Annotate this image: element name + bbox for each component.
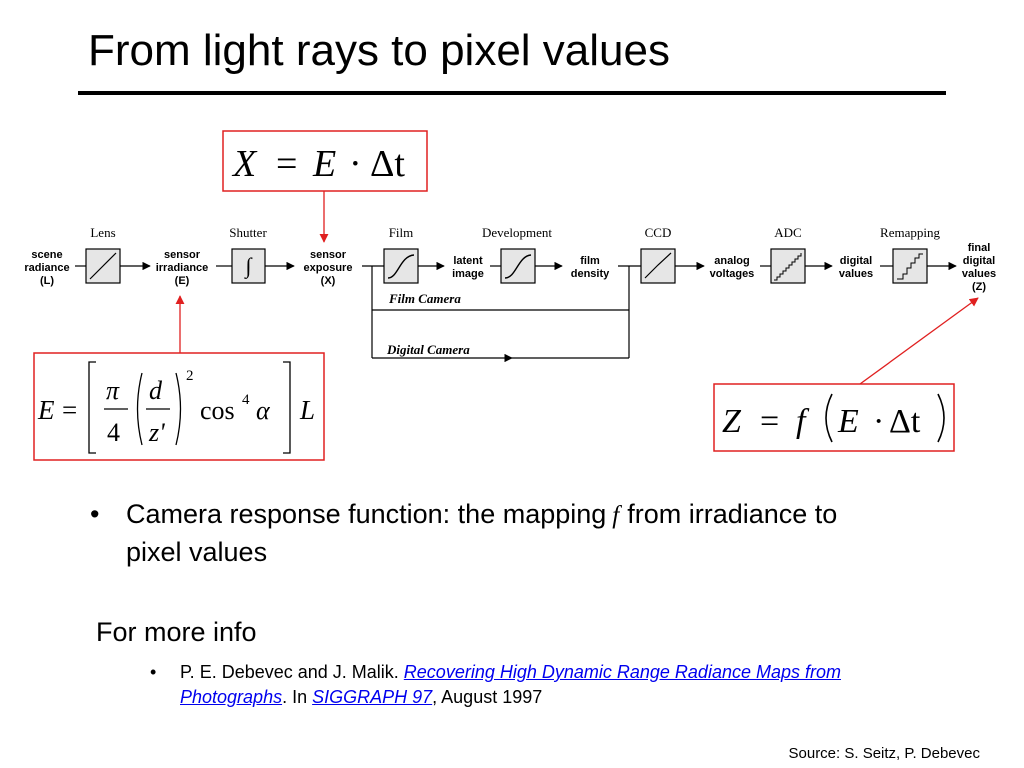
svg-text:values: values <box>839 268 873 280</box>
svg-text:π: π <box>106 376 120 405</box>
stage-title-lens: Lens <box>90 225 115 240</box>
svg-text:α: α <box>256 396 271 425</box>
film-camera-label: Film Camera <box>388 291 461 306</box>
response-equation: Z = f E · Δt <box>713 383 955 452</box>
reference-date: , August 1997 <box>432 687 543 707</box>
remapping-box <box>892 248 928 284</box>
reference-bullet-dot: • <box>150 662 157 682</box>
svg-text:(E): (E) <box>175 275 190 287</box>
svg-text:image: image <box>452 268 484 280</box>
svg-text:L: L <box>299 395 315 425</box>
svg-text:(Z): (Z) <box>972 281 986 293</box>
svg-text:radiance: radiance <box>24 262 69 274</box>
svg-text:=: = <box>62 395 77 425</box>
svg-text:2: 2 <box>186 368 194 384</box>
label-film-density: film density <box>571 255 610 280</box>
bullet-text-after: from irradiance to pixel values <box>126 499 838 567</box>
label-digital-values: digital values <box>839 255 873 280</box>
slide-title: From light rays to pixel values <box>88 26 670 75</box>
svg-text:density: density <box>571 268 610 280</box>
svg-text:digital: digital <box>840 255 872 267</box>
svg-text:4: 4 <box>107 418 120 447</box>
svg-text:voltages: voltages <box>710 268 755 280</box>
more-info-heading: For more info <box>96 617 257 647</box>
label-latent-image: latent image <box>452 255 484 280</box>
highlight-arrows <box>175 191 979 385</box>
svg-text:cos: cos <box>200 396 235 425</box>
label-sensor-irradiance: sensor irradiance (E) <box>156 249 209 287</box>
paper-title-link[interactable]: Recovering High Dynamic Range Radiance M… <box>180 662 841 707</box>
svg-text:(L): (L) <box>40 275 54 287</box>
bullet-text-before: Camera response function: the mapping <box>126 499 607 529</box>
svg-text:digital: digital <box>963 255 995 267</box>
svg-text:film: film <box>580 255 600 267</box>
svg-text:d: d <box>149 376 163 405</box>
label-analog-voltages: analog voltages <box>710 255 755 280</box>
exposure-equation: X = E · Δt <box>222 130 428 192</box>
venue-link[interactable]: SIGGRAPH 97 <box>312 687 433 707</box>
svg-text:X = E ·: X = E · Δt <box>231 143 405 185</box>
bullet-dot: • <box>90 499 100 529</box>
shutter-box <box>231 248 266 284</box>
stage-title-remapping: Remapping <box>880 225 940 240</box>
stage-title-adc: ADC <box>774 225 801 240</box>
svg-text:·: · <box>873 403 884 440</box>
svg-text:z': z' <box>148 418 165 447</box>
adc-box <box>770 248 806 284</box>
mapping-symbol: f <box>612 502 620 529</box>
svg-text:latent: latent <box>453 255 483 267</box>
digital-camera-label: Digital Camera <box>386 342 470 357</box>
label-scene-radiance: scene radiance (L) <box>24 249 69 287</box>
reference-authors: P. E. Debevec and J. Malik. <box>180 662 399 682</box>
stage-title-development: Development <box>482 225 552 240</box>
label-sensor-exposure: sensor exposure (X) <box>304 249 353 287</box>
svg-text:irradiance: irradiance <box>156 262 209 274</box>
svg-text:scene: scene <box>31 249 62 261</box>
svg-text:Δt: Δt <box>889 403 921 440</box>
source-credit: Source: S. Seitz, P. Debevec <box>788 745 981 762</box>
stage-title-shutter: Shutter <box>229 225 267 240</box>
svg-text:E: E <box>837 403 859 440</box>
svg-text:exposure: exposure <box>304 262 353 274</box>
irradiance-equation: E = π 4 d z' 2 cos 4 α L <box>33 352 325 461</box>
label-final-digital-values: final digital values (Z) <box>962 242 996 293</box>
svg-text:E: E <box>37 395 55 425</box>
stage-title-film: Film <box>389 225 414 240</box>
svg-text:=: = <box>760 403 779 440</box>
stage-title-ccd: CCD <box>645 225 672 240</box>
imaging-pipeline-diagram: ∫ Lens Shutter Film Development CCD ADC … <box>24 130 996 461</box>
stage-boxes: ∫ <box>85 248 928 284</box>
svg-text:∫: ∫ <box>243 253 253 279</box>
svg-text:(X): (X) <box>321 275 336 287</box>
svg-text:final: final <box>968 242 991 254</box>
svg-text:sensor: sensor <box>164 249 201 261</box>
svg-text:Z: Z <box>722 403 742 440</box>
reference-in-text: . In <box>282 687 308 707</box>
svg-text:values: values <box>962 268 996 280</box>
title-underline <box>78 91 946 95</box>
flow-lines <box>75 261 957 363</box>
svg-text:4: 4 <box>242 392 250 408</box>
svg-text:analog: analog <box>714 255 749 267</box>
svg-text:sensor: sensor <box>310 249 347 261</box>
